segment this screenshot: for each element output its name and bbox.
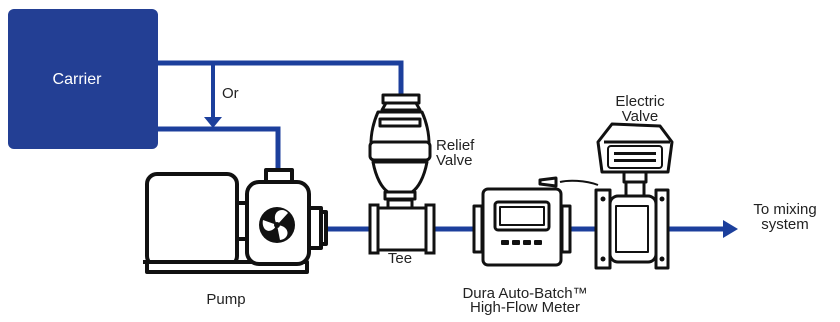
relief-valve-label: Relief Valve (436, 138, 486, 168)
to-mixing-label-line1: To mixing (753, 201, 817, 218)
pipe-lines (158, 60, 725, 232)
pump-label: Pump (206, 291, 246, 308)
carrier-label: Carrier (52, 71, 102, 88)
relief-valve-label-line1: Relief (436, 137, 475, 154)
tee-label: Tee (387, 250, 413, 267)
arrow-down-icon (204, 117, 222, 128)
flow-meter (472, 187, 572, 267)
pump-inlet-flange (264, 168, 294, 184)
electric-valve-label: Electric Valve (600, 94, 680, 124)
to-mixing-label-line2: system (761, 216, 809, 233)
pipe-carrier-to-relief (158, 60, 404, 95)
pump-base (145, 260, 309, 274)
pump-motor (145, 172, 239, 268)
electric-valve-details (600, 152, 665, 262)
carrier-box (8, 9, 158, 149)
to-mixing-label: To mixing system (738, 202, 832, 232)
meter-label-line2: High-Flow Meter (469, 299, 581, 316)
relief-valve-label-line2: Valve (436, 152, 473, 169)
relief-valve (368, 93, 432, 214)
meter-keypad (501, 240, 542, 245)
electric-valve-label-line1: Electric (615, 93, 665, 110)
fan-icon (259, 207, 295, 243)
pipe-carrier-to-pump (158, 126, 281, 170)
electric-valve-label-line2: Valve (621, 108, 659, 125)
tee-fitting (368, 198, 436, 255)
meter-label-line1: Dura Auto-Batch™ (462, 285, 588, 302)
pump-assembly (143, 168, 328, 274)
arrow-right-icon (723, 220, 738, 238)
meter-label: Dura Auto-Batch™ High-Flow Meter (440, 285, 610, 316)
or-label: Or (222, 85, 239, 102)
